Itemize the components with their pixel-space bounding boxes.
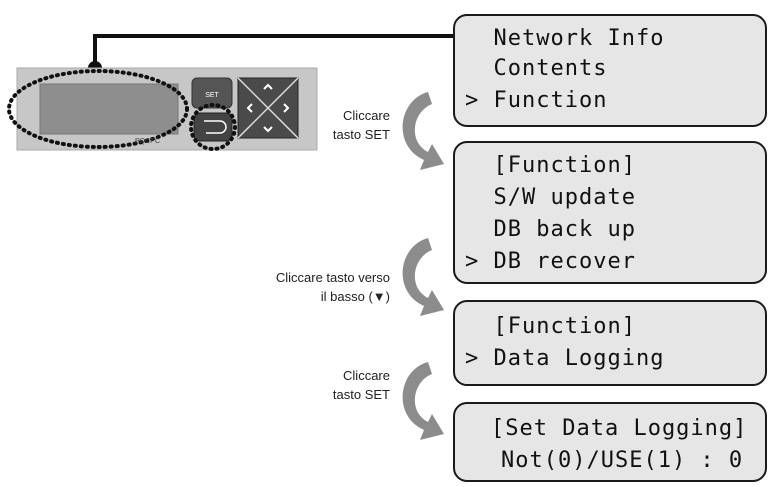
lcd-screen-set-data-logging: [Set Data Logging] Not(0)/USE(1) : 0 [453,402,767,482]
connector-line [93,34,456,68]
screen-line: Network Info [465,26,664,51]
lcd-screen-data-logging-menu: [Function] > Data Logging [453,300,767,386]
screen-line-selected: > Data Logging [465,346,665,371]
lcd-screen-function-menu: [Function] S/W update DB back up > DB re… [453,141,767,284]
screen-line-selected: > Function [465,88,608,113]
screen-line: S/W update [465,185,636,210]
return-arrow-icon [204,120,227,134]
lcd-screen-main-menu: Network Info Contents > Function [453,14,767,127]
screen-line: [Function] [465,153,636,178]
screen-line: Not(0)/USE(1) : 0 [501,448,744,473]
screen-line-selected: > DB recover [465,249,636,274]
set-button [191,77,233,109]
chevron-left-icon [246,103,253,113]
device-display [39,83,179,135]
screen-line: [Function] [465,314,636,339]
flow-arrow-1 [402,92,444,170]
cursor [465,26,479,51]
display-highlight [7,69,189,149]
cursor [465,314,479,339]
flow-arrow-3 [402,362,444,440]
cursor: > [465,249,480,274]
flow-arrow-2 [402,238,444,316]
cursor [465,185,479,210]
chevron-down-icon [263,126,273,133]
screen-line: [Set Data Logging] [491,416,748,441]
cursor [465,56,479,81]
back-button [193,112,233,142]
chevron-up-icon [263,83,273,90]
cursor [465,217,479,242]
screen-line: DB back up [465,217,636,242]
flow-arrows [402,92,444,440]
cursor: > [465,88,480,113]
set-button-label: SET [205,92,219,99]
screen-line: Contents [465,56,607,81]
chevron-right-icon [283,103,290,113]
controller-device: SET PQCPC [7,67,318,151]
back-button-highlight [189,103,237,151]
device-model-label: PQCPC [135,138,160,145]
cursor [465,153,479,178]
cursor: > [465,346,480,371]
